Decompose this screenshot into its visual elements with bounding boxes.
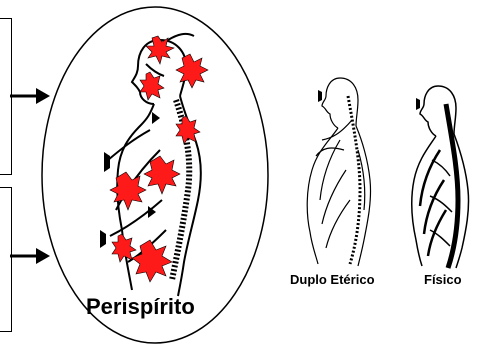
fisico-body (412, 86, 469, 268)
nerve-marker-icon (318, 90, 322, 102)
red-star-burst-icon (132, 240, 172, 282)
fisico-label: Físico (424, 272, 462, 287)
red-star-burst-icon (176, 54, 208, 88)
red-star-burst-icon (140, 72, 164, 100)
arrow-right-icon (10, 88, 50, 104)
red-star-burst-icon (146, 36, 174, 64)
duplo-eterico-body (307, 78, 370, 266)
arrow-right-icon (10, 248, 50, 264)
red-star-burst-icon (110, 172, 146, 210)
nerve-marker-icon (416, 98, 420, 110)
duplo-eterico-label: Duplo Etérico (290, 272, 375, 287)
perispirito-label: Perispírito (86, 294, 195, 320)
